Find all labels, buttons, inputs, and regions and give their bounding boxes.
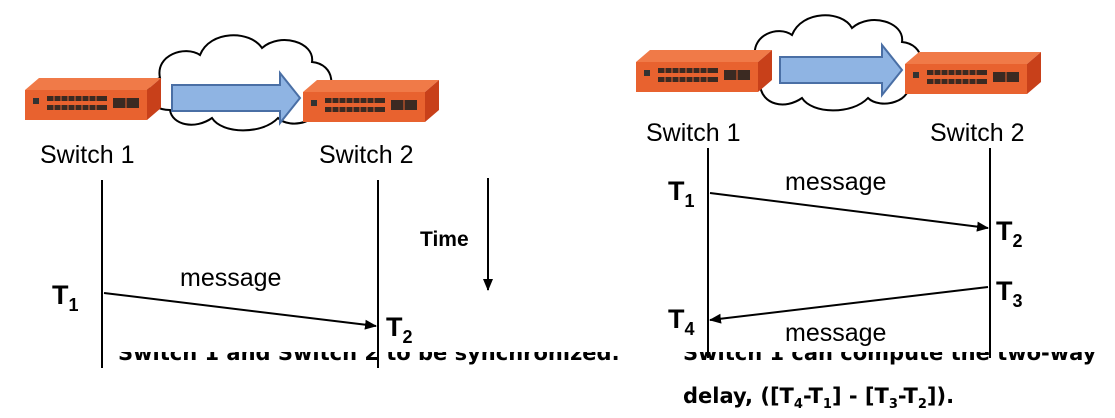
left-diagram: Switch 1 Switch 2 Time message T1 T2 xyxy=(24,34,493,368)
t2-label: T2 xyxy=(996,216,1023,251)
switch-1-icon xyxy=(24,77,162,121)
t1-label: T1 xyxy=(668,176,695,211)
response-message-arrow xyxy=(709,286,989,324)
network-arrow-icon xyxy=(171,70,302,126)
switch-2-icon xyxy=(904,51,1042,95)
message-bottom-label: message xyxy=(785,319,886,347)
t3-label: T3 xyxy=(996,276,1023,311)
right-caption-line-1: Switch 1 can compute the two-way xyxy=(683,352,1096,374)
left-caption-text: Switch 1 and Switch 2 to be synchronized… xyxy=(118,352,620,365)
right-caption-line-1-text: Switch 1 can compute the two-way xyxy=(683,352,1097,365)
message-label: message xyxy=(180,264,281,292)
network-arrow-icon xyxy=(779,42,904,98)
right-caption-line-2: delay, ([T4-T1] - [T3-T2]). xyxy=(683,384,955,413)
t4-label: T4 xyxy=(668,304,695,339)
time-label: Time xyxy=(420,228,469,251)
switch-1-label: Switch 1 xyxy=(646,119,740,147)
switch-1-label: Switch 1 xyxy=(40,141,134,169)
message-top-label: message xyxy=(785,168,886,196)
request-message-arrow xyxy=(709,192,989,232)
message-arrow xyxy=(103,292,377,330)
t1-label: T1 xyxy=(52,280,79,315)
switch-2-icon xyxy=(302,79,440,123)
left-caption: Switch 1 and Switch 2 to be synchronized… xyxy=(118,352,620,374)
switch-2-label: Switch 2 xyxy=(319,141,413,169)
t2-label: T2 xyxy=(386,312,413,347)
right-diagram: Switch 1 Switch 2 message message T1 T2 … xyxy=(635,14,1042,358)
switch-2-label: Switch 2 xyxy=(930,119,1024,147)
switch-1-icon xyxy=(635,49,773,93)
